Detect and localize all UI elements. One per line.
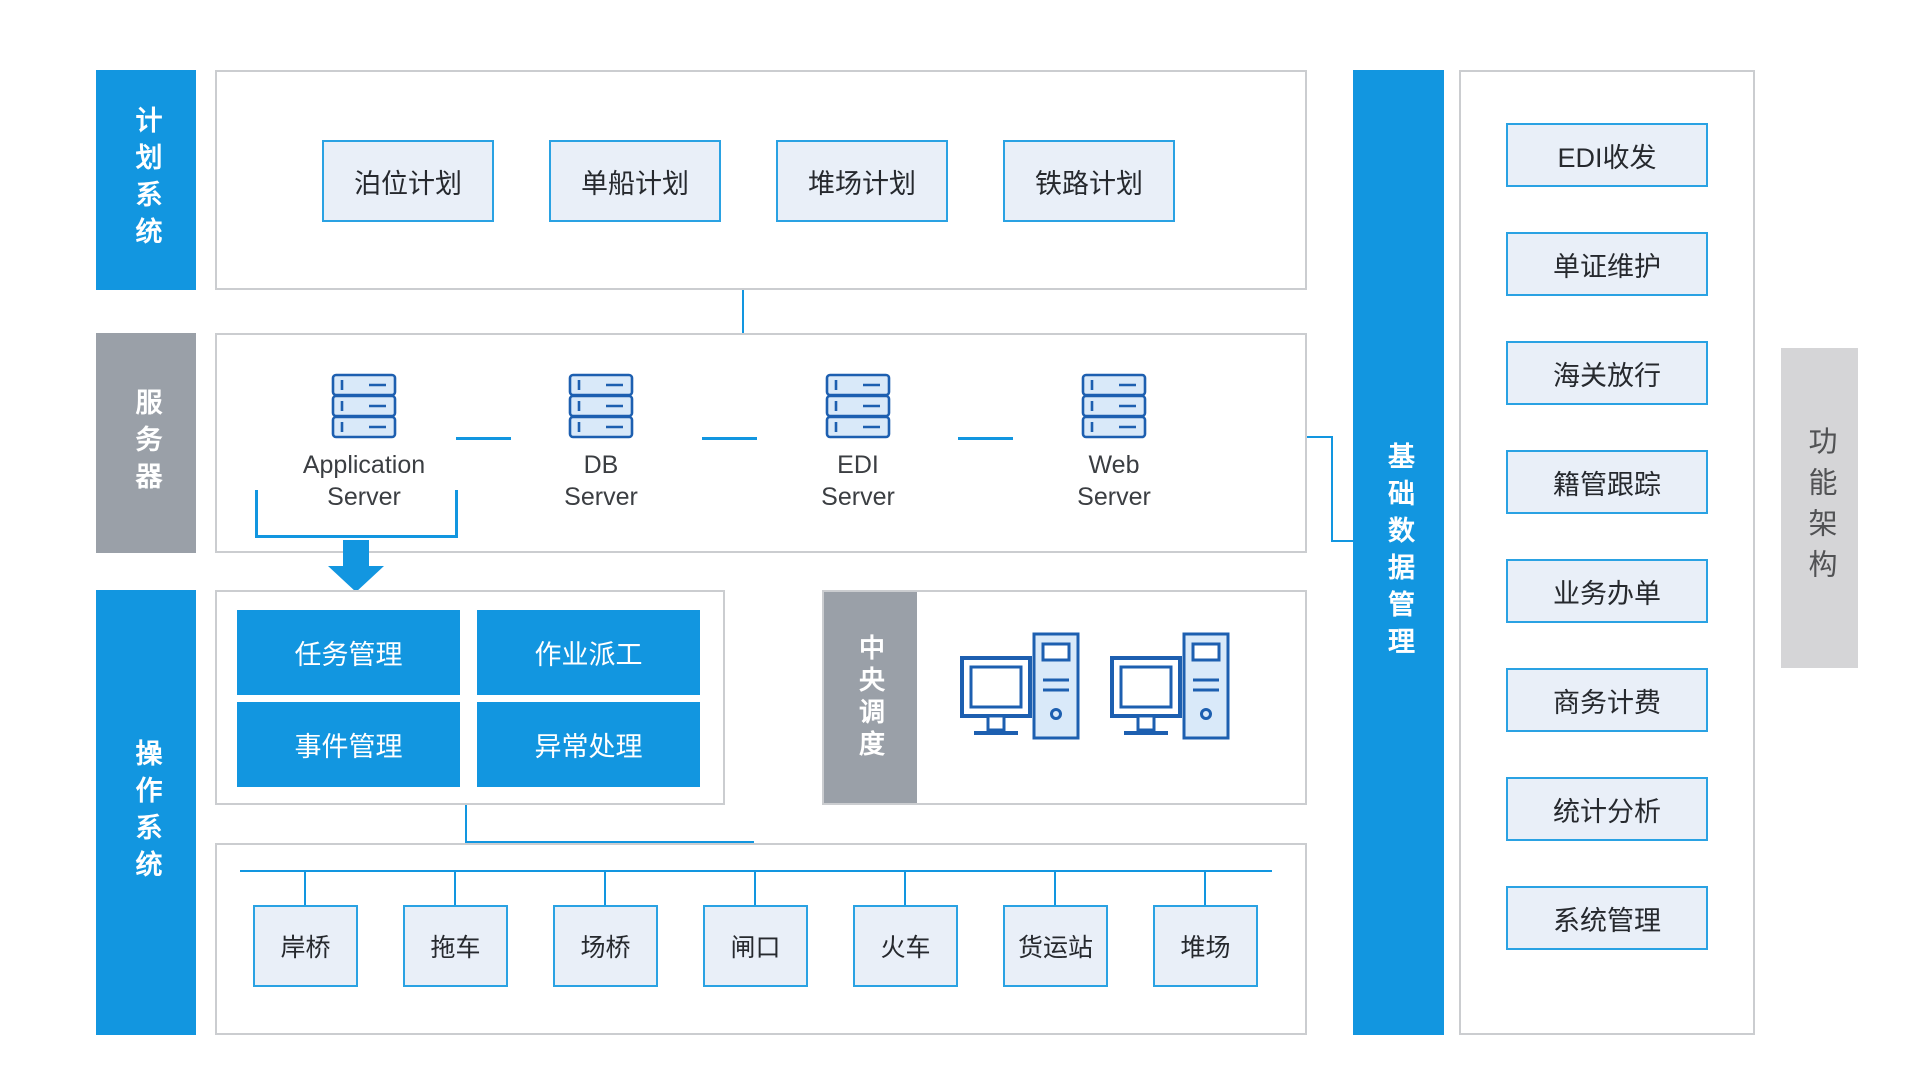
application-server-group: Application Server [284, 373, 444, 513]
func-box-statistics: 统计分析 [1506, 777, 1708, 841]
connector-planning-servers [742, 290, 744, 333]
func-box-edi: EDI收发 [1506, 123, 1708, 187]
server-link-dash [456, 437, 511, 440]
server-bar: 服务器 [96, 333, 196, 553]
planning-system-label: 计划系统 [131, 106, 162, 254]
func-box-commercial-billing: 商务计费 [1506, 668, 1708, 732]
server-icon [568, 373, 634, 439]
server-icon [331, 373, 397, 439]
equip-box-yard-crane: 场桥 [553, 905, 658, 987]
web-server-group: Web Server [1034, 373, 1194, 513]
base-data-management-label: 基础数据管理 [1384, 441, 1414, 664]
function-architecture-label: 功能架构 [1804, 426, 1836, 590]
central-dispatch-strip: 中央调度 [824, 592, 917, 803]
equipment-drop-line [1204, 870, 1206, 905]
function-architecture-bar: 功能架构 [1781, 348, 1858, 668]
connector-server-basedata-h2 [1331, 540, 1353, 542]
op-box-event-management: 事件管理 [237, 702, 460, 787]
connector-ops-horizontal [465, 841, 754, 843]
plan-box-rail: 铁路计划 [1003, 140, 1175, 222]
op-box-task-management: 任务管理 [237, 610, 460, 695]
server-icon [1081, 373, 1147, 439]
server-icon [825, 373, 891, 439]
server-link-dash [958, 437, 1013, 440]
connector-server-basedata-h1 [1307, 436, 1333, 438]
equipment-drop-line [754, 870, 756, 905]
equip-box-train: 火车 [853, 905, 958, 987]
equipment-drop-line [604, 870, 606, 905]
op-box-job-dispatch: 作业派工 [477, 610, 700, 695]
planning-system-bar: 计划系统 [96, 70, 196, 290]
equip-box-yard: 堆场 [1153, 905, 1258, 987]
connector-ops-down [465, 805, 467, 843]
bracket-shape [255, 490, 458, 538]
equip-box-quay-crane: 岸桥 [253, 905, 358, 987]
application-server-label: Application Server [302, 451, 426, 511]
edi-server-group: EDI Server [778, 373, 938, 513]
func-box-customs-release: 海关放行 [1506, 341, 1708, 405]
plan-box-vessel: 单船计划 [549, 140, 721, 222]
operation-system-label: 操作系统 [131, 738, 162, 887]
connector-server-basedata-v [1331, 436, 1333, 542]
workstation-icon [960, 632, 1080, 740]
equipment-drop-line [904, 870, 906, 905]
servers-panel [215, 333, 1307, 553]
func-box-registry-tracking: 籍管跟踪 [1506, 450, 1708, 514]
equipment-drop-line [304, 870, 306, 905]
equip-box-freight-station: 货运站 [1003, 905, 1108, 987]
base-data-management-bar: 基础数据管理 [1353, 70, 1444, 1035]
server-bar-label: 服务器 [131, 387, 162, 499]
func-box-document-maintenance: 单证维护 [1506, 232, 1708, 296]
db-server-label: DB Server [564, 451, 638, 511]
plan-box-yard: 堆场计划 [776, 140, 948, 222]
equipment-drop-line [454, 870, 456, 905]
server-link-dash [702, 437, 757, 440]
plan-box-berth: 泊位计划 [322, 140, 494, 222]
db-server-group: DB Server [521, 373, 681, 513]
workstation-icon [1110, 632, 1230, 740]
equip-box-trailer: 拖车 [403, 905, 508, 987]
operation-system-bar: 操作系统 [96, 590, 196, 1035]
function-panel [1459, 70, 1755, 1035]
equipment-drop-line [1054, 870, 1056, 905]
equipment-bus-line [240, 870, 1272, 872]
edi-server-label: EDI Server [821, 451, 895, 511]
func-box-system-management: 系统管理 [1506, 886, 1708, 950]
op-box-exception-handling: 异常处理 [477, 702, 700, 787]
central-dispatch-label: 中央调度 [855, 633, 886, 762]
func-box-business-order: 业务办单 [1506, 559, 1708, 623]
equip-box-gate: 闸口 [703, 905, 808, 987]
web-server-label: Web Server [1077, 451, 1151, 511]
down-arrow-icon [328, 540, 384, 592]
